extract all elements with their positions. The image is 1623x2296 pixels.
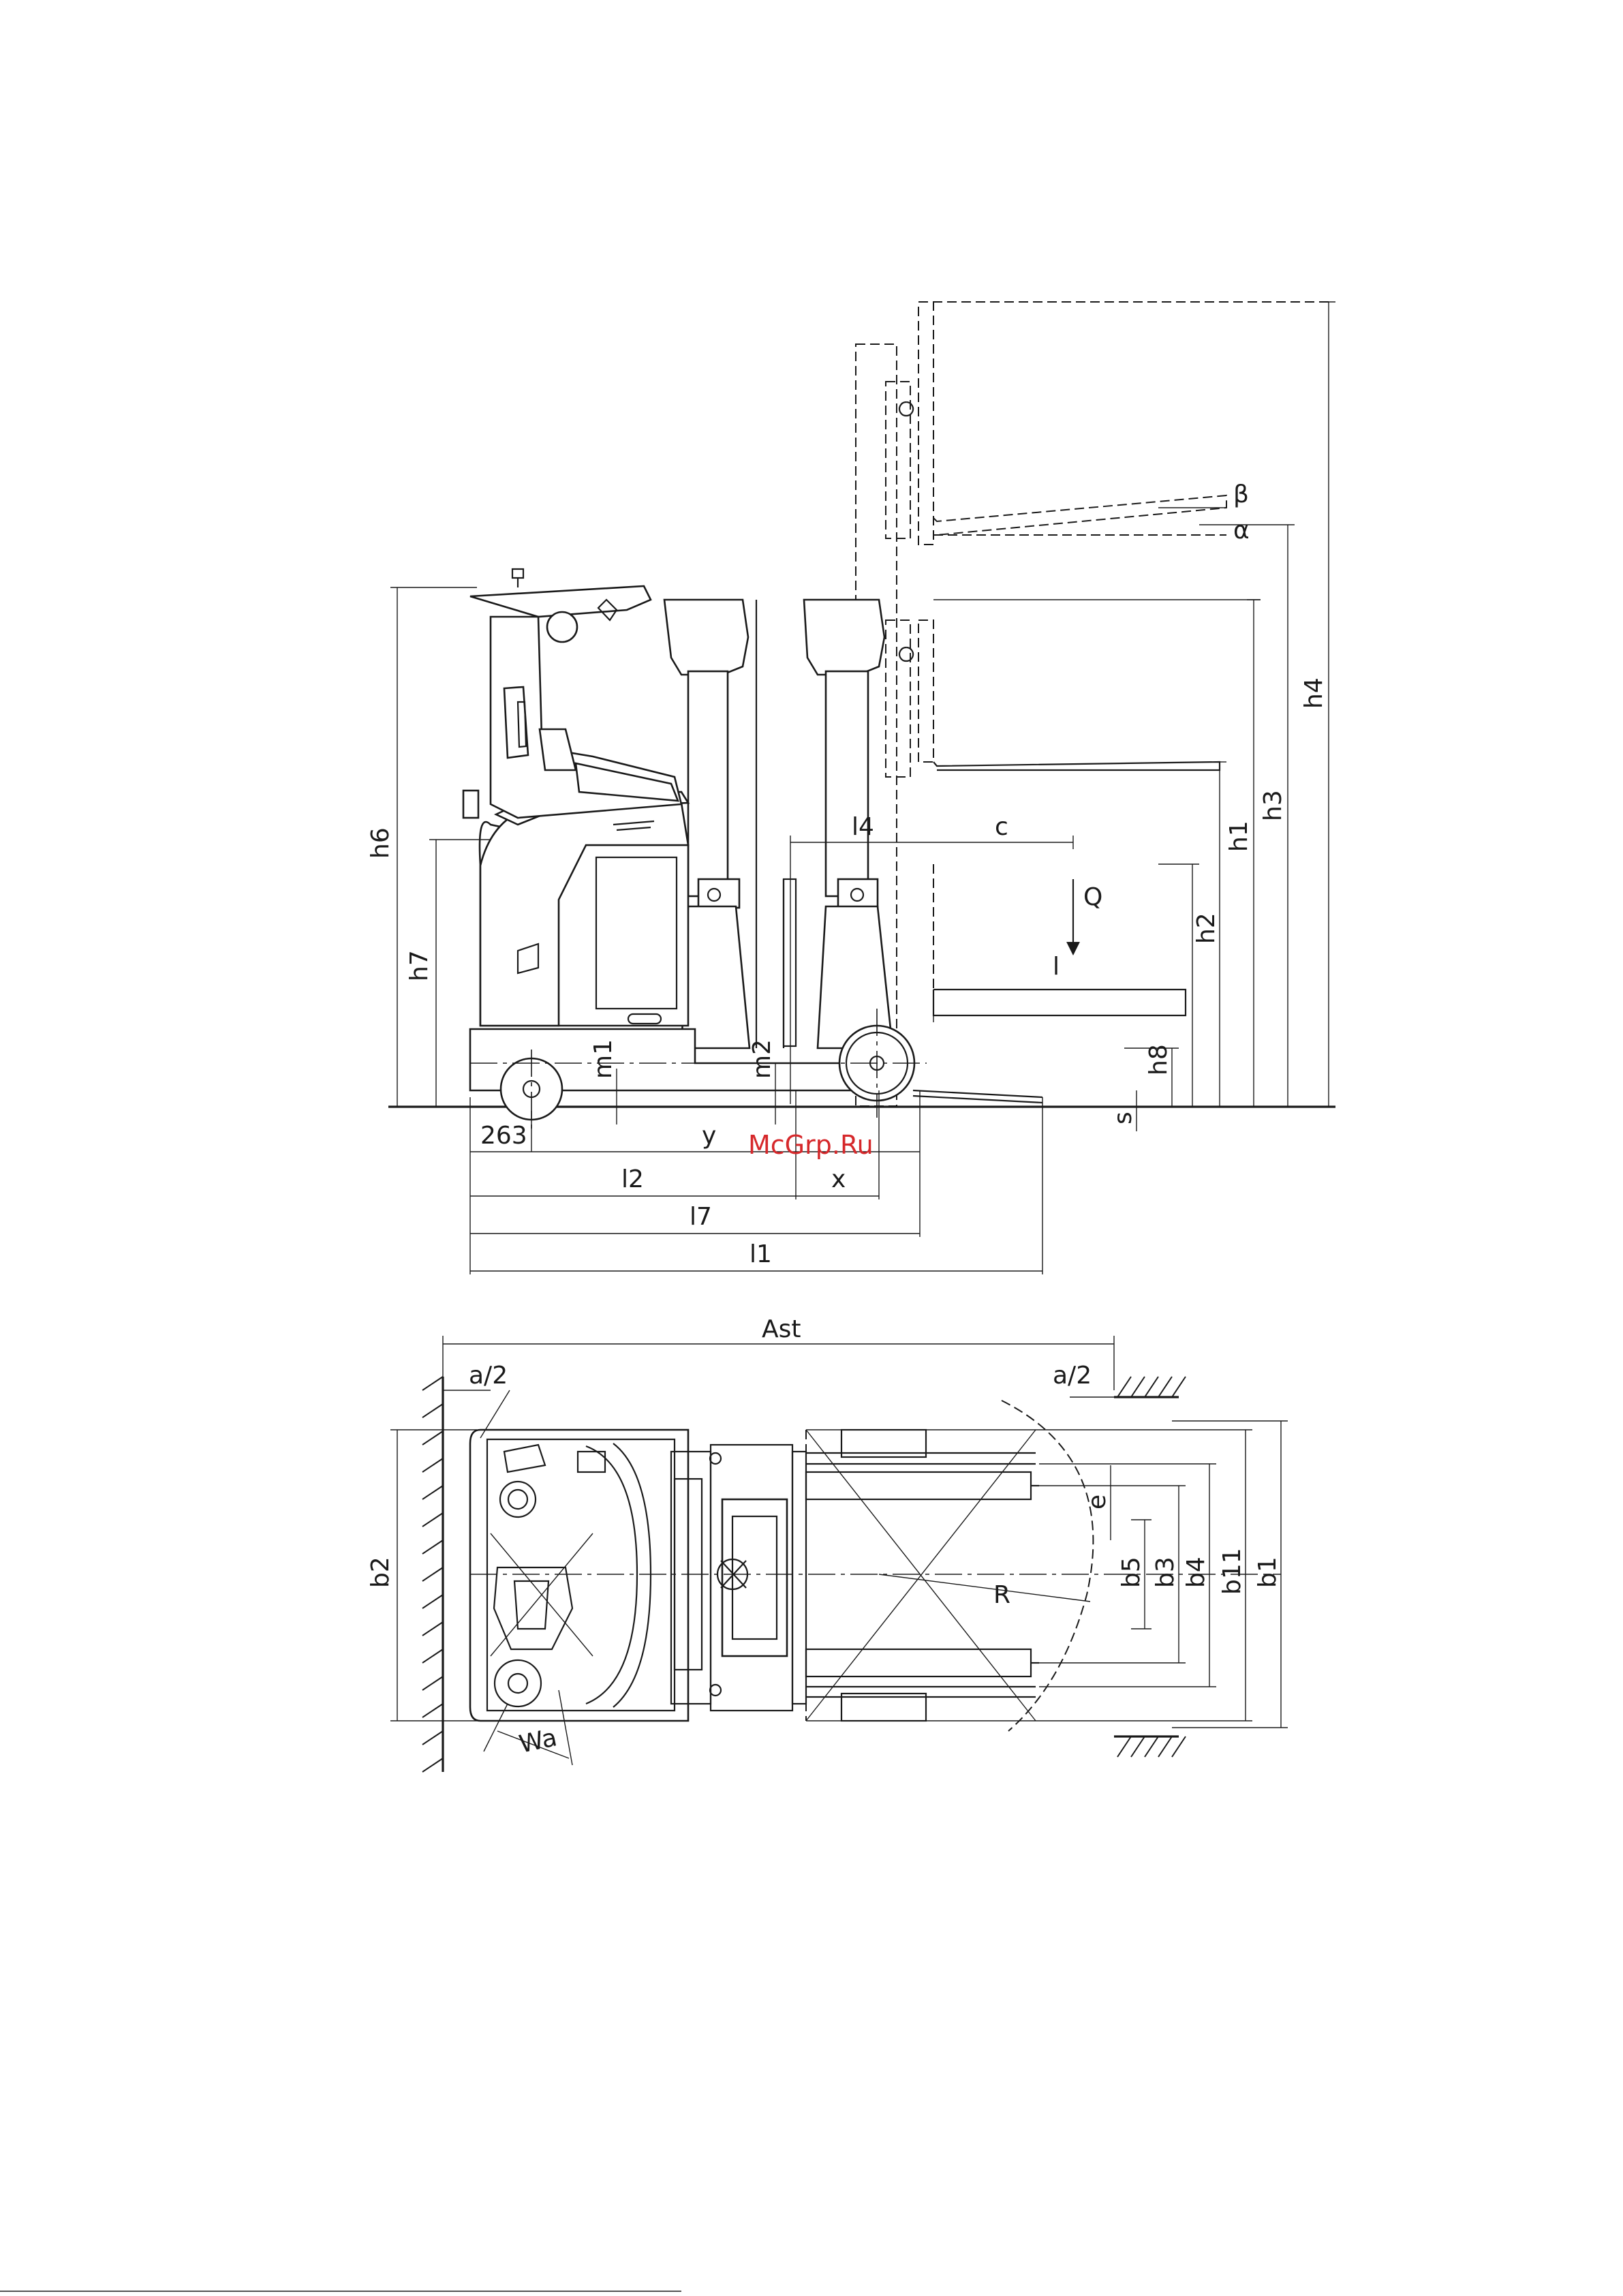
dim-263-label: 263: [480, 1122, 527, 1150]
h4-label: h4: [1300, 677, 1328, 709]
alpha-label: α: [1233, 517, 1250, 545]
l2-label: l2: [621, 1165, 644, 1193]
operator-cabin: [463, 569, 681, 818]
top-view: Ast: [367, 1315, 1288, 1772]
y-label: y: [702, 1122, 716, 1150]
c-label: c: [995, 813, 1008, 841]
l4-label: l4: [852, 813, 874, 841]
b3-label: b3: [1151, 1557, 1179, 1588]
wall-hatch-right-top: [1114, 1377, 1186, 1397]
truck-top-outline: [470, 1430, 688, 1721]
s-label: s: [1109, 1112, 1137, 1124]
wa-label: Wa: [516, 1724, 559, 1759]
wall-hatch-left: [422, 1377, 443, 1772]
h3-label: h3: [1259, 790, 1287, 821]
q-label: Q: [1083, 883, 1102, 911]
reach-carriage-top: [671, 1445, 806, 1711]
watermark: McGrp.Ru: [748, 1130, 874, 1160]
b11-label: b11: [1218, 1548, 1246, 1595]
l1-label: l1: [749, 1240, 772, 1268]
r-label: R: [993, 1581, 1010, 1609]
ast-label: Ast: [762, 1315, 801, 1343]
h6-label: h6: [367, 827, 395, 859]
turning-arc: [1002, 1400, 1093, 1731]
a2-left-label: a/2: [469, 1362, 508, 1390]
b4-label: b4: [1182, 1557, 1210, 1588]
b1-label: b1: [1254, 1557, 1282, 1588]
h2-label: h2: [1192, 913, 1220, 944]
h1-label: h1: [1225, 821, 1253, 852]
a2-right-label: a/2: [1053, 1362, 1092, 1390]
side-view: β α h4 h3 h1 h2 h8 s: [367, 302, 1335, 1274]
bottom-dims: 263 y l2 x l7 l1: [470, 1090, 1042, 1274]
m2-label: m2: [748, 1039, 776, 1079]
l-label: l: [1053, 953, 1060, 981]
h8-label: h8: [1145, 1044, 1173, 1075]
middle-carriage: [886, 600, 1261, 777]
wall-hatch-right-bottom: [1114, 1736, 1186, 1757]
vertical-dims-right: h4 h3 h1 h2 h8 s: [1109, 302, 1335, 1131]
beta-label: β: [1233, 480, 1249, 508]
raised-mast: [856, 302, 1329, 1106]
truck-chassis: [470, 792, 859, 1090]
b5-label: b5: [1117, 1557, 1145, 1588]
h7-label: h7: [405, 950, 433, 981]
x-label: x: [831, 1165, 846, 1193]
b2-label: b2: [367, 1557, 395, 1588]
l7-label: l7: [690, 1203, 712, 1231]
e-label: e: [1083, 1495, 1111, 1510]
m1-label: m1: [589, 1039, 617, 1079]
lower-fork: [933, 864, 1186, 1022]
